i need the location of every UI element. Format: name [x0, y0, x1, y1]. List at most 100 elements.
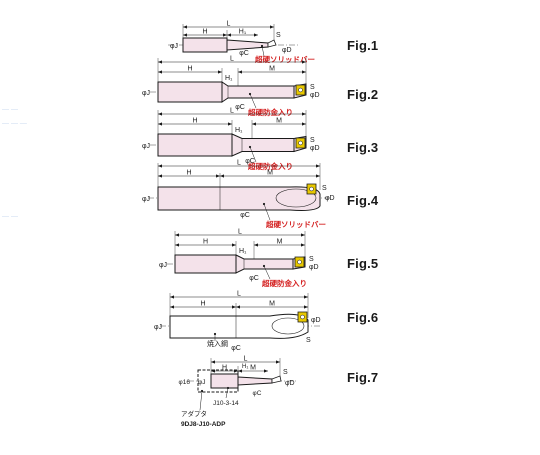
- fig1-d-label: φD: [282, 47, 292, 54]
- ghost-mark: — —: [2, 213, 18, 220]
- fig5-c-label: φC: [249, 275, 259, 282]
- fig4-material-label: 超硬ソリッドバー: [265, 219, 326, 229]
- fig5-j-label: φJ: [159, 262, 167, 269]
- fig6-body: [169, 313, 309, 339]
- fig5-dim-h-arrow-end: [232, 243, 236, 247]
- fig6-insert-hole: [300, 314, 305, 320]
- fig7-adapter-leader: [199, 390, 203, 411]
- fig6-dim-l-arrow-end: [304, 295, 308, 299]
- fig7-dim-m-arrow-start: [238, 369, 242, 373]
- fig2-dim-l-arrow-end: [302, 60, 306, 64]
- fig6-dim-m-arrow-start: [236, 305, 240, 309]
- fig7-dim-h-label: H: [222, 365, 227, 372]
- fig5-insert-hole: [297, 259, 302, 265]
- fig4-s-label: S: [322, 185, 327, 192]
- fig7-dim-h-arrow-start: [211, 369, 215, 373]
- fig2-dim-m-arrow-end: [302, 70, 306, 74]
- fig1-dim-h-arrow-end: [223, 33, 227, 37]
- fig3-material-leader-dot: [248, 145, 252, 149]
- fig6-dim-m-label: M: [269, 301, 275, 308]
- fig5-dim-l-arrow-end: [301, 233, 305, 237]
- fig2-dim-h-label: H: [187, 66, 192, 73]
- fig7-part-leader: [225, 387, 229, 399]
- fig5-dim-m-label: M: [277, 239, 283, 246]
- fig3-dim-h-label: H: [192, 118, 197, 125]
- fig1-dim-h1-label: H₁: [239, 29, 247, 36]
- fig7-j16-label: φ16: [179, 379, 191, 386]
- fig4-d-label: φD: [325, 195, 335, 202]
- fig2-dim-l-label: L: [230, 56, 234, 63]
- fig7-shank: [210, 373, 239, 389]
- fig3-material-leader: [249, 146, 257, 163]
- fig3-shank: [157, 133, 233, 157]
- fig4-insert-hole: [309, 186, 314, 192]
- fig5-neck: [235, 254, 294, 274]
- fig3-insert-hole: [298, 140, 303, 146]
- fig6-j-label: φJ: [154, 324, 162, 331]
- fig2-dim-m-arrow-start: [238, 70, 242, 74]
- fig3-dim-m-arrow-start: [252, 122, 256, 126]
- fig1-material-leader: [261, 45, 265, 57]
- fig5-dim-l-arrow-start: [175, 233, 179, 237]
- fig4-dim-h-label: H: [186, 170, 191, 177]
- fig3-s-label: S: [310, 137, 315, 144]
- fig4-dim-l-arrow-start: [158, 164, 162, 168]
- fig3-j-label: φJ: [142, 143, 150, 150]
- fig5-dim-m-arrow-start: [254, 243, 258, 247]
- fig7-dim-m-arrow-end: [264, 369, 268, 373]
- fig2-dim-l-arrow-start: [158, 60, 162, 64]
- fig1-dim-l-arrow-end: [270, 25, 274, 29]
- fig7-dim-l-arrow-end: [276, 360, 280, 364]
- fig7-adapter-leader-dot: [200, 389, 204, 393]
- fig1-label: Fig.1: [347, 38, 379, 53]
- fig1-dim-h-arrow-start: [183, 33, 187, 37]
- fig3-dim-l-label: L: [230, 108, 234, 115]
- fig4-dim-m-arrow-start: [220, 174, 224, 178]
- fig1-dim-l-arrow-start: [183, 25, 187, 29]
- fig4-head-curve: [275, 188, 317, 208]
- fig4-dim-m-label: M: [267, 170, 273, 177]
- fig5-dim-h-arrow-start: [175, 243, 179, 247]
- fig7-c-label: φC: [253, 390, 262, 397]
- fig7-dim-m-label: M: [250, 365, 256, 372]
- fig2-dim-h-arrow-end: [218, 70, 222, 74]
- fig4-label: Fig.4: [347, 193, 379, 208]
- fig6-note-label: 焼入鋼: [207, 339, 228, 348]
- fig7-part-number: J10-3-14: [213, 400, 239, 407]
- fig5-material-leader: [263, 265, 271, 280]
- fig7-d-label: φD: [285, 380, 295, 387]
- fig3-c-label: φC: [245, 158, 255, 165]
- fig7-neck: [237, 376, 273, 386]
- fig2-material-leader-dot: [248, 92, 252, 96]
- fig4-material-leader-dot: [262, 202, 266, 206]
- fig2-d-label: φD: [310, 92, 320, 99]
- fig7-dim-l-label: L: [244, 356, 248, 363]
- fig7-tip: [271, 375, 282, 384]
- fig6-dim-h-label: H: [200, 301, 205, 308]
- fig6-dim-m-arrow-end: [304, 305, 308, 309]
- fig5-dim-h-label: H: [203, 239, 208, 246]
- fig1-dim-h-label: H: [202, 29, 207, 36]
- fig6-note-leader-dot: [213, 332, 217, 336]
- fig3-dim-l-arrow-start: [158, 112, 162, 116]
- fig7-dim-h-arrow-end: [234, 369, 238, 373]
- fig2-neck: [221, 81, 295, 103]
- fig5-dim-l-label: L: [238, 229, 242, 236]
- fig6-label: Fig.6: [347, 310, 379, 325]
- fig7-h1-label: H₁: [242, 364, 248, 370]
- fig7-adapter-code: 9DJ8-J10-ADP: [181, 421, 226, 428]
- fig3-d-label: φD: [310, 145, 320, 152]
- fig1-s-label: S: [276, 32, 281, 39]
- fig1-j-label: φJ: [170, 43, 178, 50]
- fig6-dim-h-arrow-end: [232, 305, 236, 309]
- fig2-dim-h-arrow-start: [158, 70, 162, 74]
- fig4-dim-m-arrow-end: [316, 174, 320, 178]
- fig1-c-label: φC: [239, 50, 249, 57]
- fig4-dim-h-arrow-end: [216, 174, 220, 178]
- fig6-c-label: φC: [231, 345, 241, 352]
- fig5-material-label: 超硬防金入り: [261, 278, 307, 288]
- fig7-dim-l-arrow-start: [211, 360, 215, 364]
- ghost-mark: — —: [2, 106, 18, 113]
